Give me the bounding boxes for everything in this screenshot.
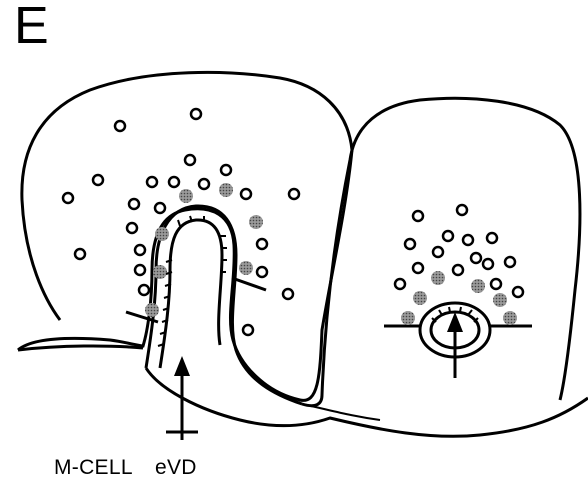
- vesicles-evd: [395, 205, 523, 297]
- m-cell-label: M-CELL: [54, 456, 133, 480]
- basal-line-left: [18, 346, 143, 350]
- channel-inner-wall: [160, 220, 222, 368]
- vesicles-m-cell: [63, 109, 299, 335]
- evd-label: eVD: [155, 456, 197, 480]
- m-cell-outline: [18, 72, 352, 400]
- m-cell-arrow: [166, 356, 198, 440]
- level-line-right: [232, 278, 266, 290]
- cell-junction-line: [302, 404, 380, 420]
- panel-label: E: [14, 0, 49, 52]
- basal-line-bottom: [146, 368, 588, 436]
